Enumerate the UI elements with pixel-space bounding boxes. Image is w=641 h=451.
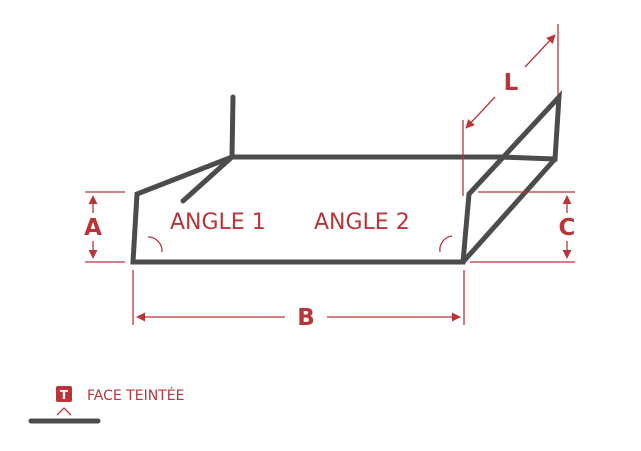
dimension-c: C	[470, 191, 576, 263]
angle-2-arc	[439, 235, 453, 253]
dimension-b: B	[132, 270, 465, 331]
dimension-c-label: C	[559, 215, 576, 241]
dimension-l: L	[462, 24, 559, 196]
legend-text: FACE TEINTÉE	[87, 387, 184, 404]
dimension-a-label: A	[84, 215, 102, 241]
dimension-l-label: L	[504, 70, 519, 96]
tinted-face-badge	[56, 386, 72, 402]
tinted-face-badge-letter: T	[60, 388, 69, 402]
legend: T FACE TEINTÉE	[28, 386, 184, 424]
dimension-a: A	[84, 191, 125, 263]
profile-right-inner-edge	[460, 156, 558, 265]
angle-1-arc	[147, 236, 163, 253]
tinted-face-pointer	[56, 407, 72, 416]
angle-1-label: ANGLE 1	[170, 210, 266, 235]
dimension-b-label: B	[297, 305, 315, 331]
profile-front-outline	[130, 90, 562, 265]
profile-left-depth-edge	[180, 154, 235, 204]
angle-2-label: ANGLE 2	[314, 210, 410, 235]
profile-shape	[130, 90, 562, 265]
